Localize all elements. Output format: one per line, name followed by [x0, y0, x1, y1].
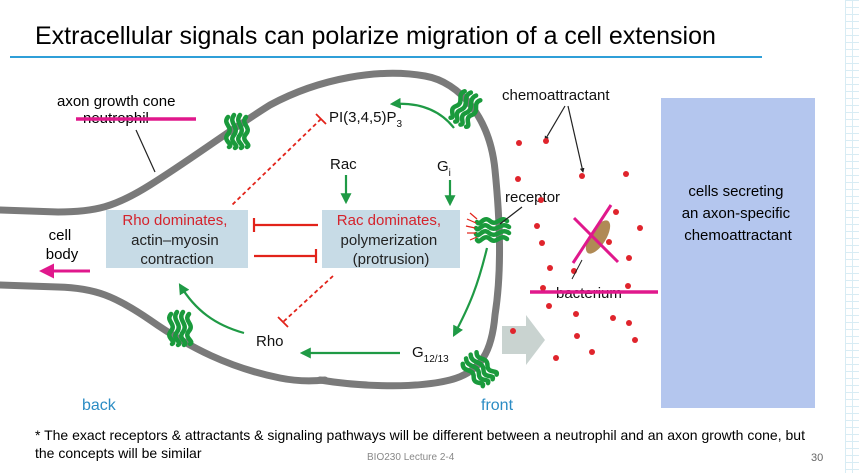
axon-growth-cone-label: axon growth cone [57, 93, 175, 110]
pip3-label: PI(3,4,5)P3 [329, 109, 403, 130]
rho-dominates-text: Rho dominates, actin–myosin contraction [122, 212, 231, 268]
mutual-inhibition-bars [252, 218, 318, 263]
receptor-pointer [499, 206, 523, 225]
growth-cone-pointer [135, 129, 156, 173]
bacterium-icon [571, 204, 620, 280]
secreting-cells-panel [661, 98, 815, 408]
cell-outline-lower [0, 281, 329, 385]
activation-burst [465, 212, 478, 241]
chemo-pointer-2 [567, 105, 585, 173]
secreting-cells-text: cells secreting an axon-specific chemoat… [682, 183, 795, 244]
pathway-arrows [178, 97, 489, 359]
rac-dominates-text: Rac dominates, polymerization (protrusio… [337, 212, 445, 268]
gi-label: Gi [437, 158, 451, 179]
title-underline [10, 56, 762, 58]
rho-label: Rho [256, 333, 284, 350]
slide-number: 30 [811, 452, 824, 464]
chemo-pointer-1 [544, 105, 566, 141]
slide-title: Extracellular signals can polarize migra… [35, 22, 716, 50]
rho-dominates-box [106, 210, 248, 268]
receptor-icon [226, 115, 248, 148]
dashed-inhibition-lines [231, 113, 334, 328]
rac-dominates-box [322, 210, 460, 268]
slide-grid-margin [845, 0, 859, 473]
back-label: back [82, 397, 117, 414]
receptor-icon [460, 349, 498, 388]
cell-body-label: cell body [46, 227, 79, 263]
receptor-label: receptor [505, 189, 560, 206]
chemoattractant-dots [510, 138, 643, 361]
footer-lecture-label: BIO230 Lecture 2-4 [367, 452, 455, 463]
direction-arrow-icon [502, 315, 545, 365]
rac-label: Rac [330, 156, 357, 173]
chemoattractant-label: chemoattractant [502, 87, 610, 104]
front-label: front [481, 397, 514, 414]
g1213-label: G12/13 [412, 344, 449, 365]
footnote: * The exact receptors & attractants & si… [35, 427, 805, 461]
receptor-icon [476, 219, 509, 241]
